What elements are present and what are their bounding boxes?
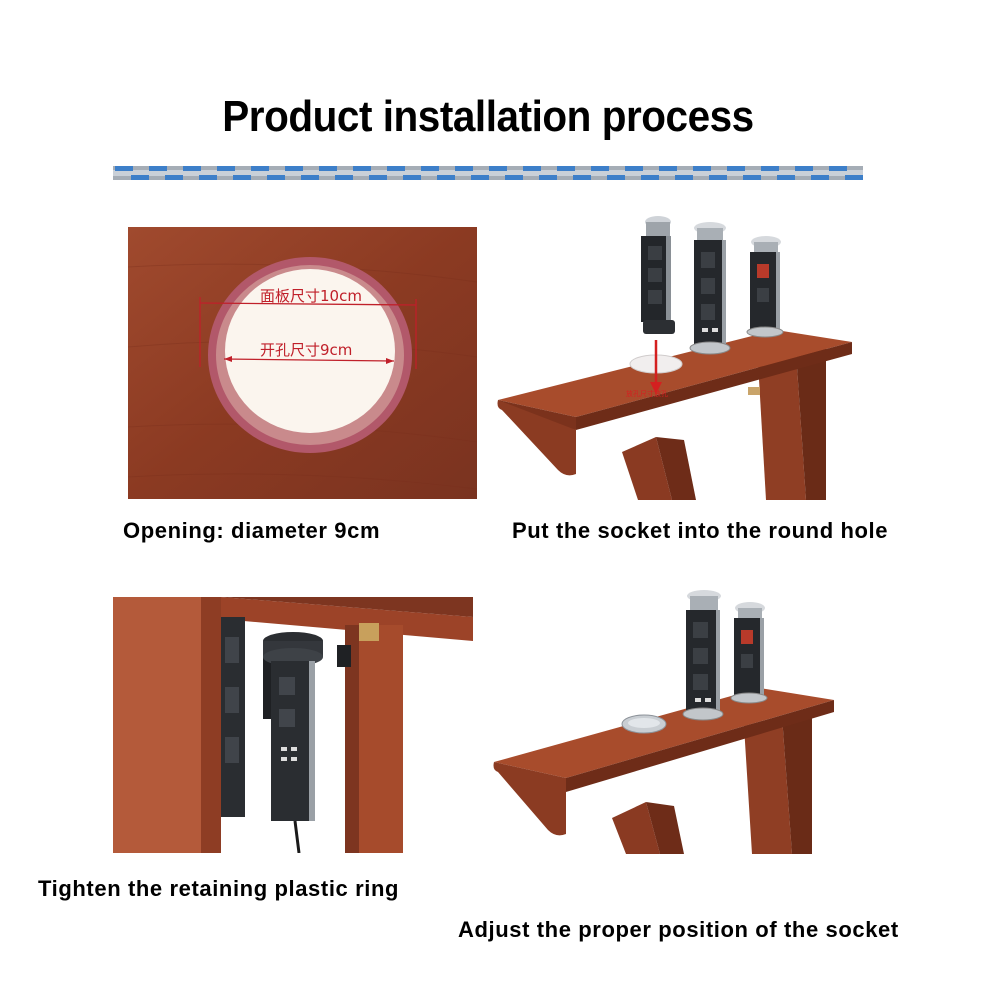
step4-caption: Adjust the proper position of the socket bbox=[458, 917, 899, 942]
step3-caption: Tighten the retaining plastic ring bbox=[38, 876, 400, 901]
step4-adjusted-photo bbox=[492, 586, 838, 854]
socket-tower-raised-2 bbox=[730, 602, 768, 704]
page-title: Product installation process bbox=[222, 92, 754, 141]
hole-size-label: 开孔尺寸9cm bbox=[260, 341, 352, 359]
socket-tower-hanging bbox=[641, 216, 675, 334]
step3-underside-photo bbox=[113, 597, 473, 853]
panel-size-dimension bbox=[199, 297, 417, 369]
socket-tower-installed-1 bbox=[689, 222, 731, 355]
hole-note: 放孔尺寸放孔 bbox=[626, 389, 668, 398]
retaining-ring bbox=[263, 632, 323, 666]
step1-caption: Opening: diameter 9cm bbox=[123, 518, 381, 543]
socket-tower-raised-1 bbox=[682, 590, 724, 721]
step2-insert-photo: 放孔尺寸放孔 bbox=[496, 212, 856, 500]
step1-hole-photo: 面板尺寸10cm 开孔尺寸9cm bbox=[128, 227, 477, 499]
title-divider bbox=[113, 166, 863, 180]
flush-lid bbox=[621, 714, 667, 734]
hole-size-dimension bbox=[223, 356, 395, 364]
socket-tower-installed-2 bbox=[746, 236, 784, 338]
panel-size-label: 面板尺寸10cm bbox=[260, 287, 362, 305]
step2-caption: Put the socket into the round hole bbox=[512, 518, 889, 543]
